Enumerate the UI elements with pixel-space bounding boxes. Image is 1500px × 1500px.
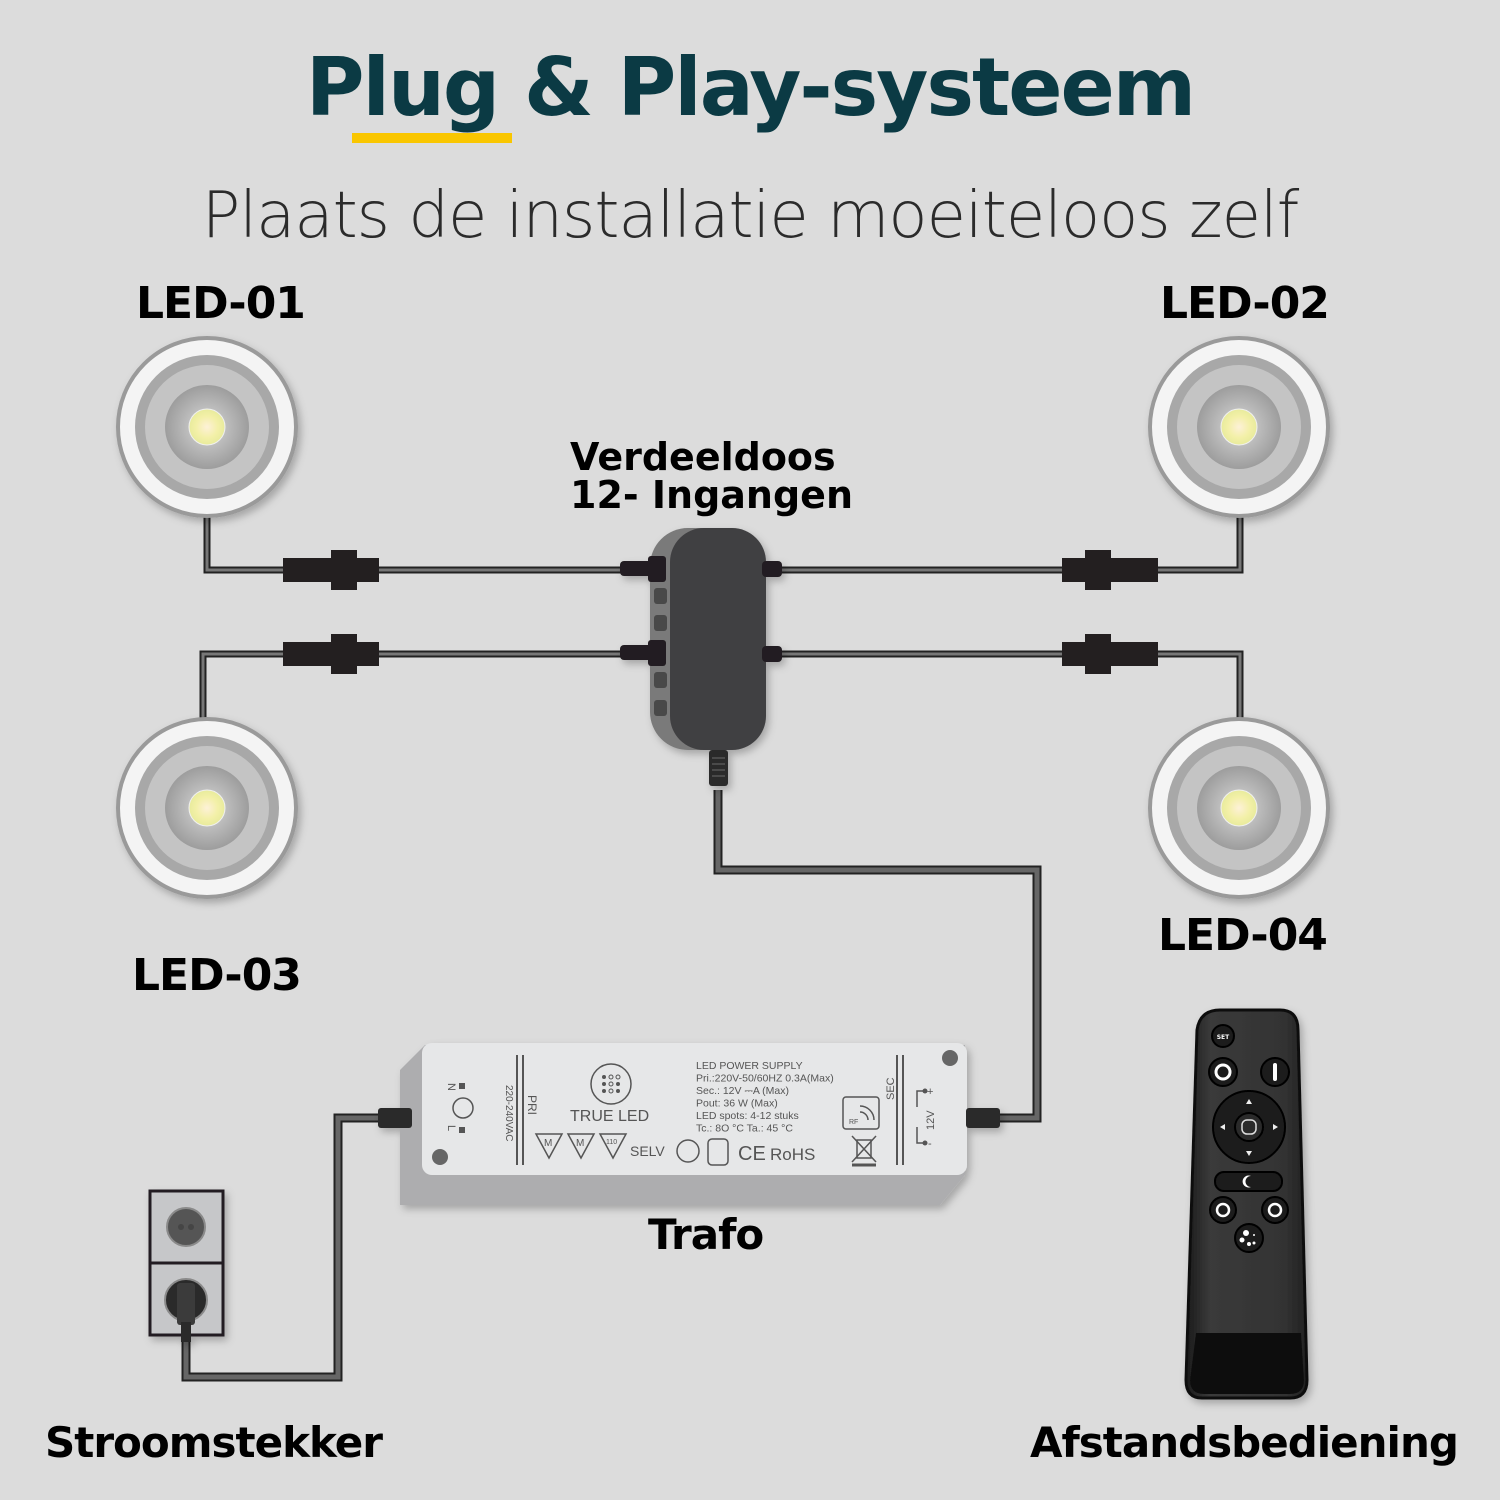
connector-led04 — [1062, 634, 1158, 674]
double-insulation-icon — [676, 1139, 700, 1163]
transformer-label: Trafo — [648, 1210, 764, 1259]
page-title: Plug & Play-systeem — [305, 41, 1196, 134]
led-03-label: LED-03 — [132, 950, 302, 1001]
set-button[interactable] — [1211, 1024, 1235, 1048]
m-text: M — [544, 1138, 552, 1149]
weee-icon — [851, 1135, 877, 1167]
spec-line: LED spots: 4-12 stuks — [696, 1110, 799, 1122]
led-spot-2 — [1148, 336, 1330, 518]
m-mark-icon — [566, 1133, 596, 1160]
ce-mark-text: CE — [738, 1143, 766, 1165]
remote-control: SET — [1184, 1008, 1309, 1400]
night-mode-button — [1214, 1171, 1283, 1192]
led-bulb-icon — [1220, 789, 1258, 827]
plug-icon — [177, 1283, 195, 1325]
rohs-text: RoHS — [770, 1145, 815, 1164]
ok-button — [1234, 1112, 1264, 1142]
plus-text: + — [927, 1086, 933, 1098]
distribution-box — [620, 528, 782, 786]
arrow-right-icon — [1273, 1124, 1278, 1130]
led-spot-1 — [116, 336, 298, 518]
brand-text: TRUE LED — [570, 1108, 649, 1125]
minus-text: - — [928, 1138, 932, 1150]
safety-mark-icon — [707, 1138, 729, 1166]
on-icon — [1273, 1063, 1277, 1081]
rf-text: RF — [849, 1119, 858, 1126]
led-spot-3 — [116, 717, 298, 899]
trafo-input-plug — [378, 1108, 412, 1128]
led-spot-4 — [1148, 717, 1330, 899]
dim-up-button — [1261, 1196, 1289, 1224]
transformer: 220-240VAC PRI N L TRUE LED M M 110 SELV… — [378, 1043, 1000, 1205]
off-icon — [1214, 1063, 1232, 1081]
inline-connectors — [283, 550, 1158, 674]
110-mark-icon — [598, 1133, 628, 1160]
led-bulb-icon — [188, 408, 226, 446]
n-text: N — [445, 1083, 457, 1091]
screw-hole — [942, 1050, 958, 1066]
sec-text: SEC — [885, 1077, 897, 1100]
distribution-box-title: Verdeeldoos — [570, 435, 836, 479]
connector-led03 — [283, 634, 379, 674]
cable-box-to-trafo — [713, 790, 1042, 1123]
spec-line: Pout: 36 W (Max) — [696, 1098, 778, 1110]
dim-down-button — [1209, 1196, 1237, 1224]
l-text: L — [445, 1125, 457, 1131]
color-temp-button — [1234, 1223, 1264, 1253]
connector-led01 — [283, 550, 379, 590]
wall-socket — [148, 1189, 225, 1342]
led-01-label: LED-01 — [136, 278, 306, 329]
arrow-up-icon — [1246, 1099, 1252, 1104]
led-02-label: LED-02 — [1160, 278, 1330, 329]
socket-label: Stroomstekker — [45, 1418, 383, 1467]
cable-led04 — [780, 650, 1244, 720]
led-bulb-icon — [188, 789, 226, 827]
output-voltage-text: 12V — [925, 1110, 937, 1130]
cable-led01 — [203, 515, 630, 574]
cable-led02 — [780, 515, 1244, 574]
screw-hole — [432, 1149, 448, 1165]
connector-led02 — [1062, 550, 1158, 590]
power-off-button — [1208, 1057, 1238, 1087]
spec-line: LED POWER SUPPLY — [696, 1060, 803, 1072]
distribution-box-inputs: 12- Ingangen — [570, 473, 853, 517]
rf-icon — [842, 1096, 880, 1130]
mark-110-text: 110 — [606, 1139, 617, 1146]
cables — [181, 515, 1244, 1382]
set-text: SET — [1217, 1034, 1230, 1041]
spec-line: Tc.: 8O °C Ta.: 45 °C — [696, 1123, 793, 1135]
distribution-box-label: Verdeeldoos 12- Ingangen — [570, 438, 853, 514]
m-text: M — [576, 1138, 584, 1149]
moon-icon — [1242, 1175, 1251, 1188]
page-subtitle: Plaats de installatie moeiteloos zelf — [201, 179, 1300, 253]
led-04-label: LED-04 — [1158, 910, 1328, 961]
true-led-logo-icon — [590, 1063, 632, 1105]
remote-label: Afstandsbediening — [1030, 1418, 1459, 1467]
spec-line: Sec.: 12V ⎓A (Max) — [696, 1085, 789, 1097]
trafo-output-plug — [966, 1108, 1000, 1128]
cable-trafo-to-socket — [181, 1113, 385, 1382]
spec-line: Pri.:220V-50/60HZ 0.3A(Max) — [696, 1073, 834, 1085]
voltage-range-text: 220-240VAC — [503, 1085, 514, 1142]
arrow-left-icon — [1220, 1124, 1225, 1130]
m-mark-icon — [534, 1133, 564, 1160]
arrow-down-icon — [1246, 1151, 1252, 1156]
cable-led03 — [199, 650, 630, 720]
socket-outlet-empty — [166, 1207, 206, 1247]
selv-text: SELV — [630, 1143, 665, 1159]
led-bulb-icon — [1220, 408, 1258, 446]
title-underline — [352, 133, 512, 143]
pri-text: PRI — [525, 1095, 539, 1115]
